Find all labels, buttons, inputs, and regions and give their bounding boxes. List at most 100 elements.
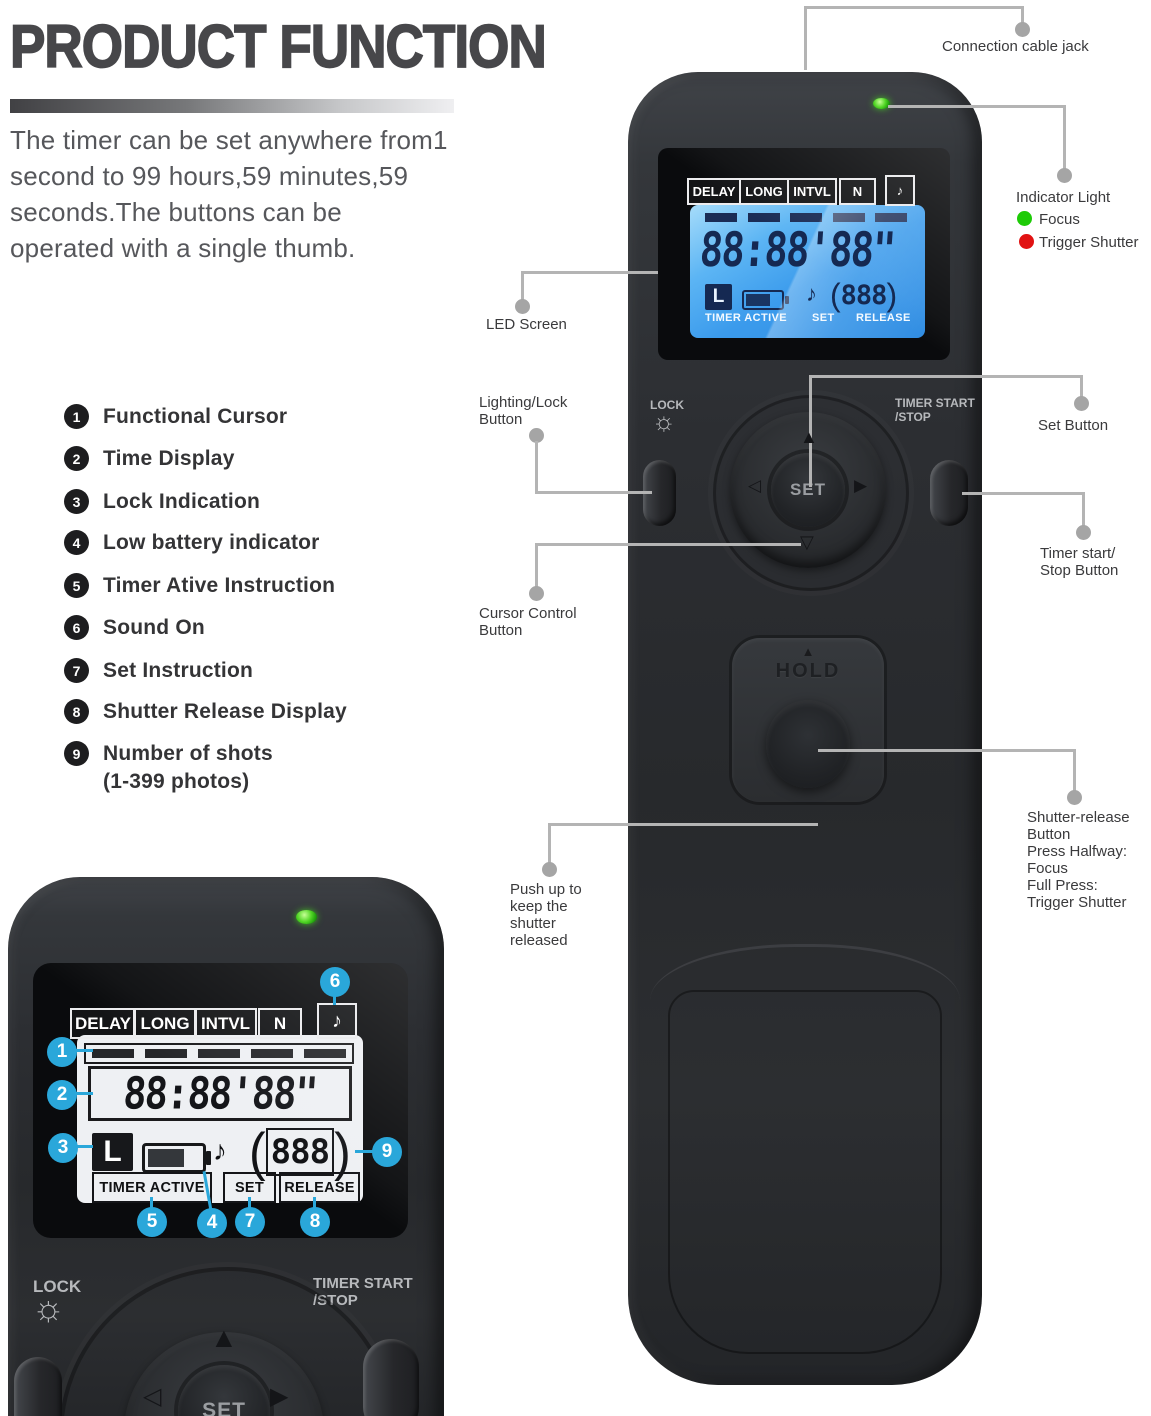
callout-dot — [529, 586, 544, 601]
callout-number-6: 6 — [320, 967, 350, 997]
cursor-dash — [198, 1049, 240, 1058]
main-remote-body: DELAY LONG INTVL N ♪ 88:88'88" L ♪ — [628, 72, 982, 1385]
sound-on-icon: ♪ — [213, 1135, 227, 1166]
timer-start-text: TIMER START — [313, 1275, 413, 1292]
push-up-line: Push up to — [510, 881, 582, 898]
cursor-dash — [705, 213, 737, 222]
trigger-shutter-label: Trigger Shutter — [1039, 234, 1139, 251]
mode-tag-long: LONG — [133, 1008, 197, 1039]
callout-line — [1063, 105, 1066, 171]
paren-right: ) — [886, 277, 898, 313]
feature-label: Set Instruction — [103, 659, 254, 682]
arrow-up-icon: ▲ — [800, 427, 818, 447]
feature-item-5: 5 Timer Ative Instruction — [64, 572, 335, 600]
feature-item-2: 2 Time Display — [64, 445, 235, 473]
set-button: SET — [771, 453, 845, 527]
sound-note-icon: ♪ — [885, 175, 915, 206]
mode-tag-n: N — [839, 178, 876, 205]
time-display: 88:88'88" — [121, 1067, 319, 1120]
shutter-release-line: Button — [1027, 826, 1071, 843]
feature-item-4: 4 Low battery indicator — [64, 529, 320, 557]
shutter-release-line: Trigger Shutter — [1027, 894, 1127, 911]
lock-indication: L — [92, 1133, 133, 1171]
feature-item-1: 1 Functional Cursor — [64, 403, 287, 431]
callout-line — [809, 375, 1083, 378]
timer-start-stop-button — [363, 1339, 419, 1416]
sound-note-icon: ♪ — [317, 1003, 357, 1039]
callout-line — [535, 543, 801, 546]
push-up-line: shutter — [510, 915, 556, 932]
cursor-dash — [790, 213, 822, 222]
mode-tag-long: LONG — [739, 178, 789, 205]
feature-label-line2: (1-399 photos) — [103, 770, 250, 793]
arrow-left-icon: ◁ — [748, 476, 762, 495]
feature-item-6: 6 Sound On — [64, 614, 205, 642]
hold-slider-plate: ▲ HOLD — [732, 638, 884, 802]
battery-icon — [742, 290, 789, 310]
push-up-label: Push up to keep the shutter released — [510, 881, 582, 949]
arrow-up-icon: ▲ — [210, 1322, 238, 1353]
callout-number-1: 1 — [47, 1037, 77, 1067]
callout-dot — [1067, 790, 1082, 805]
lcd-display: 88:88'88" L ♪ ( 888 ) TIMER ACTIVE SET R… — [690, 205, 925, 338]
push-up-line: released — [510, 932, 568, 949]
feature-label: Functional Cursor — [103, 405, 288, 428]
callout-dot — [529, 428, 544, 443]
cursor-dash — [875, 213, 907, 222]
callout-line — [535, 441, 538, 494]
feature-label: Low battery indicator — [103, 531, 320, 554]
lock-button-label: LOCK — [650, 398, 684, 412]
arrow-down-icon: ▽ — [800, 532, 814, 552]
callout-line — [535, 543, 538, 589]
feature-label: Time Display — [103, 447, 235, 470]
cursor-dash — [747, 213, 780, 222]
grip-seam-line — [650, 944, 960, 1057]
shots-counter: ( 888 ) — [249, 1122, 351, 1182]
callout-line — [548, 823, 818, 826]
shutter-release-line: Focus — [1027, 860, 1068, 877]
callout-number-line — [150, 1197, 153, 1208]
lock-button-label: LOCK — [33, 1277, 82, 1296]
intro-paragraph: The timer can be set anywhere from1 seco… — [10, 122, 448, 266]
title-underline-bar — [10, 99, 454, 113]
time-display-box: 88:88'88" — [88, 1066, 352, 1121]
callout-line — [804, 6, 807, 70]
feature-number-badge: 2 — [64, 446, 89, 471]
lighting-lock-line1: Lighting/Lock — [479, 394, 568, 411]
backlight-sun-icon: ☼ — [652, 406, 676, 436]
timer-start-line2: Stop Button — [1040, 562, 1119, 579]
time-display: 88:88'88" — [698, 222, 896, 279]
feature-number-badge: 8 — [64, 699, 89, 724]
timer-start-stop-button — [930, 460, 968, 526]
shutter-release-callout-label: Shutter-release Button Press Halfway: Fo… — [1027, 809, 1130, 911]
paren-left: ( — [830, 277, 841, 313]
focus-label: Focus — [1039, 211, 1080, 228]
cursor-control-label: Cursor Control Button — [479, 605, 577, 639]
callout-number-line — [73, 1092, 93, 1095]
feature-item-7: 7 Set Instruction — [64, 657, 253, 685]
callout-number-line — [313, 1197, 316, 1208]
indicator-led-icon — [296, 910, 317, 924]
cursor-control-line2: Button — [479, 622, 523, 639]
callout-dot — [542, 862, 557, 877]
callout-number-2: 2 — [47, 1080, 77, 1110]
callout-dot — [1076, 525, 1091, 540]
feature-label: Timer Ative Instruction — [103, 574, 336, 597]
hold-label: HOLD — [775, 660, 841, 682]
mode-tag-n: N — [258, 1008, 302, 1039]
timer-start-stop-callout-label: Timer start/ Stop Button — [1040, 545, 1118, 579]
shots-count: 888 — [840, 280, 888, 311]
mode-tag-delay: DELAY — [687, 178, 741, 205]
callout-line — [818, 749, 1076, 752]
lighting-lock-line2: Button — [479, 411, 523, 428]
callout-number-line — [248, 1197, 251, 1208]
paren-right: ) — [334, 1122, 351, 1182]
timer-start-stop-label: TIMER START /STOP — [895, 396, 975, 424]
lighting-lock-label: Lighting/Lock Button — [479, 394, 567, 428]
mode-tag-delay: DELAY — [70, 1008, 136, 1039]
grip-inner-seam — [668, 990, 942, 1354]
feature-number-badge: 1 — [64, 404, 89, 429]
set-button-label: Set Button — [1038, 417, 1109, 434]
feature-item-9: 9 Number of shots(1-399 photos) — [64, 740, 273, 796]
